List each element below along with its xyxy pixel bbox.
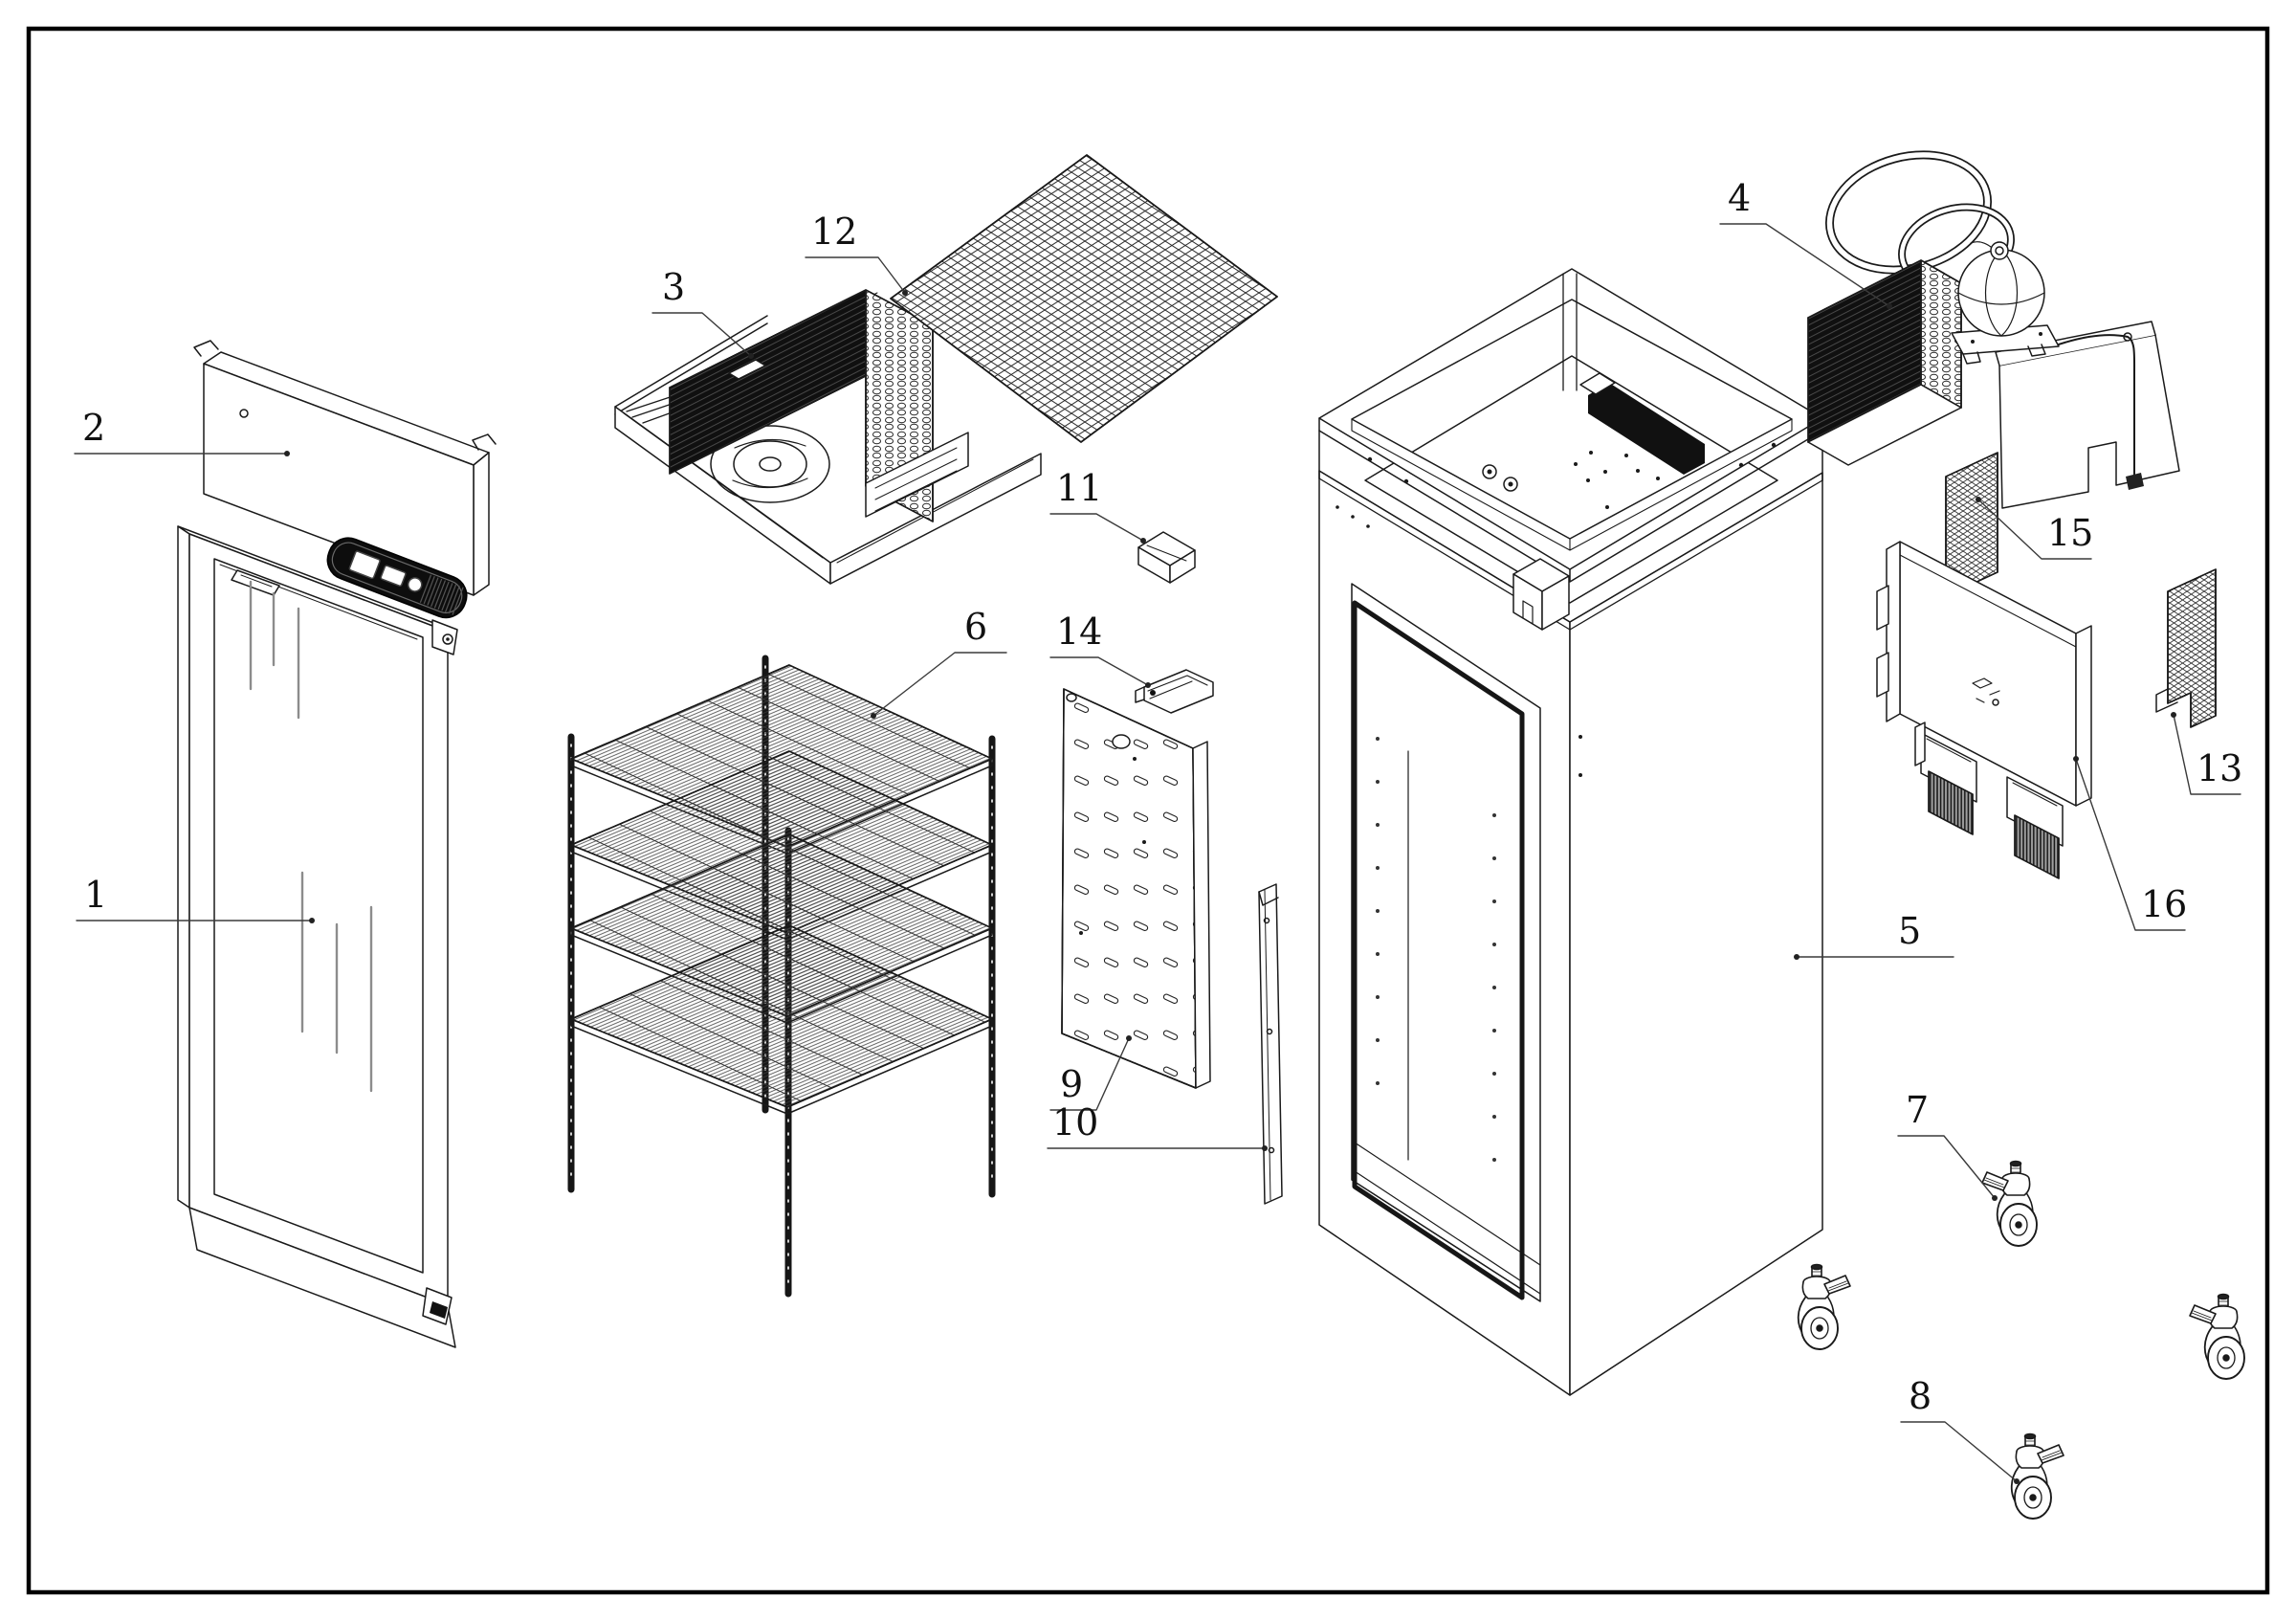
callout-11-number: 11 bbox=[1056, 467, 1102, 509]
callout-2: 2 bbox=[74, 407, 290, 456]
callout-10-number: 10 bbox=[1052, 1101, 1098, 1144]
callout-13-number: 13 bbox=[2197, 747, 2242, 789]
callout-5: 5 bbox=[1794, 910, 1954, 960]
wire-shelf bbox=[570, 924, 993, 1115]
part-4-condensing-unit bbox=[1807, 150, 2180, 509]
callout-3: 3 bbox=[651, 266, 754, 359]
callout-9-number: 9 bbox=[1060, 1063, 1083, 1105]
callout-16-number: 16 bbox=[2141, 883, 2187, 925]
brush-seal bbox=[1914, 722, 1977, 835]
part-10-corner-rail bbox=[1258, 883, 1283, 1205]
part-14-bracket bbox=[1135, 669, 1214, 714]
callout-14: 14 bbox=[1049, 611, 1151, 688]
callout-12: 12 bbox=[805, 211, 908, 296]
part-11-lamp-cover bbox=[1137, 531, 1196, 584]
brush-seal bbox=[2006, 776, 2064, 879]
callout-11: 11 bbox=[1049, 467, 1146, 544]
callout-5-number: 5 bbox=[1898, 910, 1921, 952]
callout-8: 8 bbox=[1900, 1375, 2020, 1484]
compressor bbox=[1957, 241, 2045, 337]
callout-4-number: 4 bbox=[1728, 177, 1751, 219]
part-16-rear-panel bbox=[1876, 541, 2092, 879]
callout-6: 6 bbox=[871, 606, 1007, 719]
part-9-perforated-back-panel bbox=[1061, 688, 1211, 1089]
callouts-layer: 1 2 3 4 5 6 7 8 bbox=[74, 177, 2242, 1484]
callout-6-number: 6 bbox=[964, 606, 987, 648]
callout-9: 9 bbox=[1049, 1035, 1132, 1111]
part-6-shelf-rack bbox=[567, 655, 996, 1298]
callout-1: 1 bbox=[76, 874, 315, 923]
callout-16: 16 bbox=[2073, 756, 2187, 931]
junction-box bbox=[1512, 558, 1570, 631]
callout-10: 10 bbox=[1047, 1101, 1268, 1151]
callout-7-number: 7 bbox=[1906, 1089, 1929, 1131]
callout-2-number: 2 bbox=[82, 407, 105, 449]
callout-1-number: 1 bbox=[84, 874, 107, 916]
part-13-side-grille bbox=[2155, 568, 2217, 728]
callout-15-number: 15 bbox=[2047, 512, 2093, 554]
callout-3-number: 3 bbox=[662, 266, 685, 308]
part-1-glass-door bbox=[177, 525, 458, 1348]
callout-13: 13 bbox=[2171, 712, 2242, 795]
callout-14-number: 14 bbox=[1056, 611, 1102, 653]
callout-4: 4 bbox=[1719, 177, 1892, 309]
part-5-cabinet-body bbox=[1318, 268, 1823, 1396]
callout-7: 7 bbox=[1897, 1089, 1998, 1201]
callout-8-number: 8 bbox=[1909, 1375, 1932, 1417]
part-3-evaporator-assembly bbox=[614, 289, 1042, 585]
callout-12-number: 12 bbox=[811, 211, 857, 253]
part-15-side-grille bbox=[1945, 452, 1998, 597]
callout-15: 15 bbox=[1976, 497, 2093, 560]
part-12-mesh-filter bbox=[890, 154, 1278, 443]
part-2-header-panel bbox=[193, 340, 497, 619]
control-display bbox=[326, 537, 468, 619]
